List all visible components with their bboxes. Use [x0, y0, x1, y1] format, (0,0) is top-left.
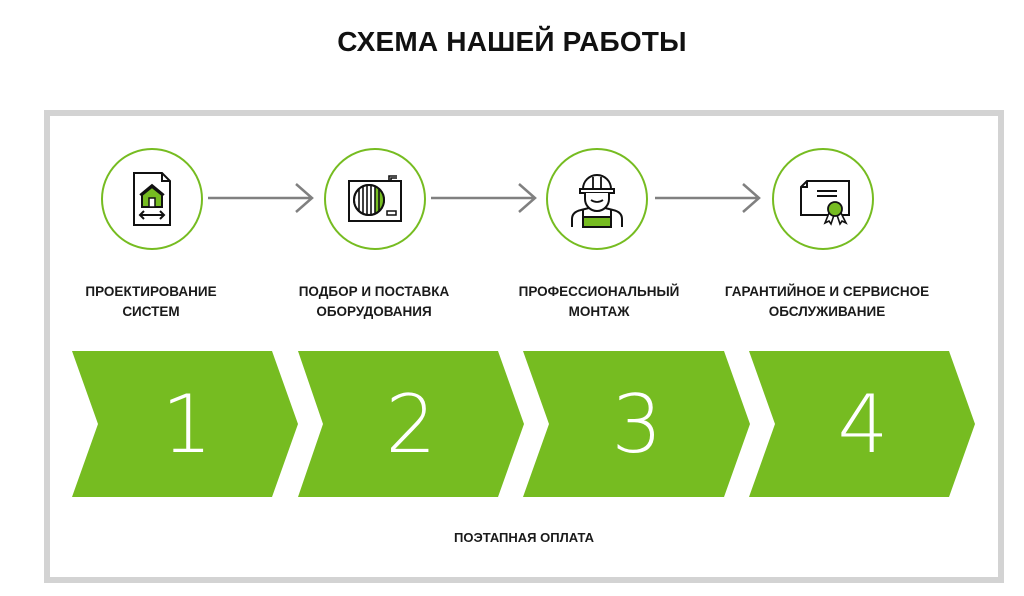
step-4-label-line1: ГАРАНТИЙНОЕ И СЕРВИСНОЕ: [724, 284, 930, 299]
step-2-label-line1: ПОДБОР И ПОСТАВКА: [298, 284, 450, 299]
step-3-label-line2: МОНТАЖ: [568, 304, 630, 319]
arrow-right-icon: [208, 183, 314, 213]
step-2-label: ПОДБОР И ПОСТАВКА ОБОРУДОВАНИЯ: [264, 282, 484, 322]
certificate-icon: [800, 180, 850, 226]
step-2-number: 2: [385, 378, 437, 471]
step-4-circle: [772, 148, 874, 250]
step-3-label: ПРОФЕССИОНАЛЬНЫЙ МОНТАЖ: [489, 282, 709, 322]
air-conditioner-unit-icon: [348, 175, 402, 222]
step-4-label-line2: ОБСЛУЖИВАНИЕ: [768, 304, 886, 319]
step-1-label: ПРОЕКТИРОВАНИЕ СИСТЕМ: [41, 282, 261, 322]
worker-hardhat-icon: [571, 174, 623, 228]
step-2-circle: [324, 148, 426, 250]
step-1-number: 1: [161, 378, 213, 471]
step-1-label-line1: ПРОЕКТИРОВАНИЕ: [85, 284, 217, 299]
step-3-number: 3: [611, 378, 663, 471]
step-4-label: ГАРАНТИЙНОЕ И СЕРВИСНОЕ ОБСЛУЖИВАНИЕ: [712, 282, 942, 322]
page-title: СХЕМА НАШЕЙ РАБОТЫ: [337, 26, 687, 57]
arrow-right-icon: [655, 183, 761, 213]
step-3-circle: [546, 148, 648, 250]
step-1-circle: [101, 148, 203, 250]
step-3-label-line1: ПРОФЕССИОНАЛЬНЫЙ: [518, 284, 680, 299]
step-4-number: 4: [837, 378, 889, 471]
blueprint-house-icon: [133, 172, 171, 226]
arrow-right-icon: [431, 183, 537, 213]
step-1-label-line2: СИСТЕМ: [122, 304, 180, 319]
payment-note: ПОЭТАПНАЯ ОПЛАТА: [454, 530, 594, 545]
step-2-label-line2: ОБОРУДОВАНИЯ: [316, 304, 432, 319]
